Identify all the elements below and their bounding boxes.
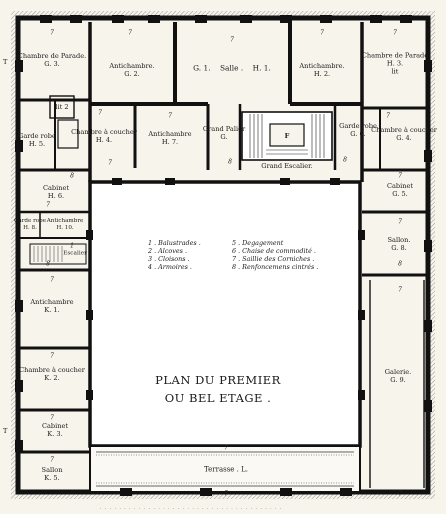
- terrace-area: [89, 445, 361, 493]
- room-cabinet-k3: Cabinet K. 3.: [41, 421, 69, 438]
- west-stair-treads: [33, 246, 63, 262]
- ref-number: 7: [393, 29, 397, 37]
- edge-mark: T: [3, 427, 8, 435]
- room-antichambre-g2: Antichambre. G. 2.: [109, 61, 155, 78]
- plan-title: PLAN DU PREMIER OU BEL ETAGE .: [155, 373, 281, 405]
- ref-number: 7: [50, 276, 54, 284]
- ref-number: 8: [228, 158, 232, 166]
- room-cabinet-g5: Cabinet G. 5.: [386, 181, 414, 198]
- ref-number: 7: [50, 352, 54, 360]
- room-garde-robe-h8: Garde robe H. 8.: [13, 218, 47, 231]
- room-garde-robe-h5: Garde robe H. 5.: [18, 131, 56, 148]
- ref-number: 8: [398, 260, 402, 268]
- edge-mark: T: [3, 58, 8, 66]
- courtyard: [88, 180, 362, 448]
- room-chambre-parade-left: Chambre de Parade. G. 3.: [17, 51, 87, 68]
- north-range-walls: [18, 22, 428, 182]
- scale-bar: · · · · · · · · · · · · · · · · · · · · …: [100, 507, 283, 512]
- legend-row: 2 . Alcoves .6 . Chaise de commodité .: [148, 247, 316, 255]
- ref-number: 8: [343, 156, 347, 164]
- ref-number: 7: [50, 456, 54, 464]
- room-grand-palier: Grand Palier G.: [202, 124, 246, 141]
- ref-number: 1: [70, 242, 74, 250]
- ref-number: 7: [50, 29, 54, 37]
- room-sallon-k5: Sallon K. 5.: [41, 465, 63, 482]
- room-lit-left: lit 2: [55, 102, 69, 111]
- ref-number: 7: [224, 490, 228, 498]
- ref-number: 7: [398, 286, 402, 294]
- room-antichambre-h7: Antichambre H. 7.: [148, 129, 192, 146]
- room-antichambre-h10: Antichambre H. 10.: [46, 218, 84, 231]
- room-antichambre-k1: Antichambre K. 1.: [30, 297, 74, 314]
- grand-staircase: [241, 111, 333, 161]
- room-grand-escalier: Grand Escalier.: [261, 161, 313, 170]
- ref-number: 8: [46, 260, 50, 268]
- window-piers: [15, 15, 432, 496]
- ref-number: 7: [230, 36, 234, 44]
- room-sallon-g8: Sallon. G. 8.: [387, 235, 411, 252]
- ref-number: 7: [398, 490, 402, 498]
- room-chambre-coucher-h4: Chambre à coucher H. 4.: [71, 127, 137, 144]
- ref-number: 8: [70, 172, 74, 180]
- room-chambre-coucher-k2: Chambre à coucher K. 2.: [19, 365, 85, 382]
- room-terrasse: Terrasse . L.: [203, 465, 249, 474]
- ref-number: 7: [224, 444, 228, 452]
- room-cabinet-h6: Cabinet H. 6.: [42, 183, 70, 200]
- ref-number: 7: [46, 201, 50, 209]
- legend-row: 4 . Armoires .8 . Renfoncemens cintrés .: [148, 263, 319, 271]
- ref-number: 7: [108, 159, 112, 167]
- legend: 1 . Balustrades .5 . Degagement 2 . Alco…: [148, 239, 348, 271]
- ref-number: 7: [386, 112, 390, 120]
- west-range-walls: [18, 210, 90, 454]
- room-escalier-left: Escalier: [63, 250, 87, 257]
- ref-number: 7: [398, 172, 402, 180]
- room-chambre-coucher-g4: Chambre à coucher G. 4.: [371, 125, 437, 142]
- room-grand-escalier-code: F: [284, 131, 290, 140]
- ref-number: 7: [98, 109, 102, 117]
- room-antichambre-h2: Antichambre. H. 2.: [299, 61, 345, 78]
- ref-number: 7: [168, 112, 172, 120]
- ref-number: 7: [50, 414, 54, 422]
- room-galerie-g9: Galerie. G. 9.: [384, 367, 412, 384]
- legend-row: 3 . Cloisons .7 . Saillie des Corniches …: [148, 255, 315, 263]
- room-garde-robe-g6: Garde robe G. 6.: [339, 121, 377, 138]
- ref-number: 7: [320, 29, 324, 37]
- room-salle: G. 1. Salle . H. 1.: [193, 63, 271, 73]
- ref-number: 7: [128, 29, 132, 37]
- east-range-walls: [362, 210, 428, 488]
- room-chambre-parade-right: Chambre de Parade H. 3. lit: [361, 51, 429, 77]
- ref-number: 7: [398, 218, 402, 226]
- legend-row: 1 . Balustrades .5 . Degagement: [148, 239, 284, 247]
